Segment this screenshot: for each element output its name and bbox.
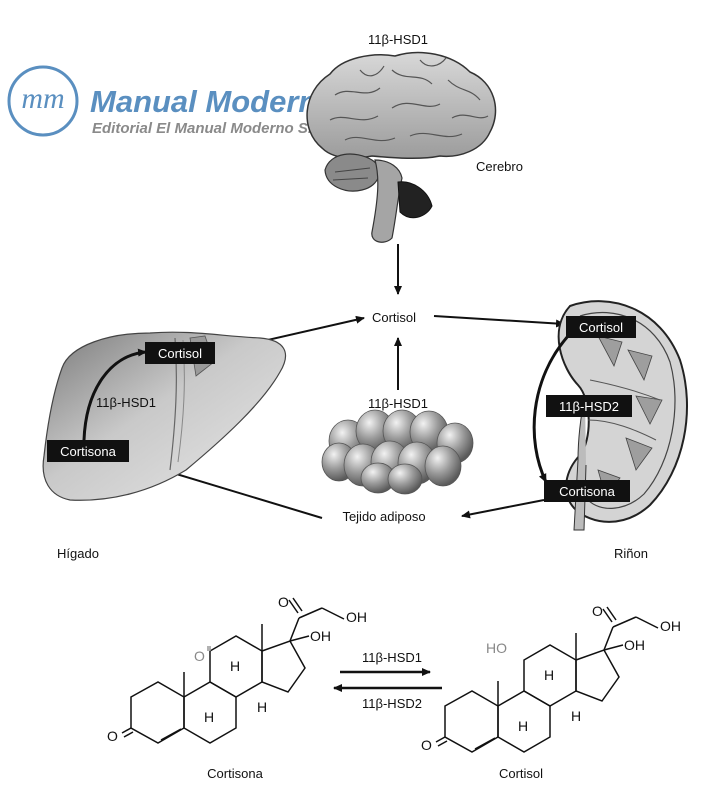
liver-label: Hígado (57, 546, 99, 561)
atom-h: H (257, 699, 267, 715)
cortisona-ketone-o: O (194, 648, 205, 664)
atom-h: H (204, 709, 214, 725)
arrow-kidney-to-adipose (461, 499, 545, 519)
cortisona-side-o: O (278, 594, 289, 610)
logo-monogram: mm (21, 82, 64, 115)
manual-moderno-logo-icon: mm (7, 65, 79, 137)
kidney-label: Riñon (614, 546, 648, 561)
atom-h: H (544, 667, 554, 683)
cortisona-structure (121, 597, 345, 744)
arrow-cortisol-to-kidney (433, 315, 565, 328)
kidney-enzyme-box (546, 395, 632, 417)
kidney-cortisol-label: Cortisol (579, 320, 623, 335)
cortisol-ho: HO (486, 640, 507, 656)
adipose-label: Tejido adiposo (342, 509, 425, 524)
cortisol-structure (435, 606, 659, 753)
forward-enzyme-label: 11β-HSD1 (362, 650, 422, 665)
cortisol-oh-mid: OH (624, 637, 645, 653)
cortisol-side-o: O (592, 603, 603, 619)
cortisol-o-bottom: O (421, 737, 432, 753)
cortisona-label: Cortisona (207, 766, 263, 781)
liver-cortisona-label: Cortisona (60, 444, 116, 459)
watermark-title: Manual Moderno (90, 84, 336, 119)
atom-h: H (230, 658, 240, 674)
adipose-enzyme-label: 11β-HSD1 (368, 396, 428, 411)
liver-cortisol-label: Cortisol (158, 346, 202, 361)
brain-illustration (306, 51, 497, 243)
atom-h: H (518, 718, 528, 734)
kidney-cortisona-label: Cortisona (559, 484, 615, 499)
cortisol-oh-top: OH (660, 618, 681, 634)
liver-cortisol-box (145, 342, 215, 364)
cortisona-o-bottom: O (107, 728, 118, 744)
liver-enzyme-label: 11β-HSD1 (96, 395, 156, 410)
liver-conversion-arrow (82, 348, 147, 441)
kidney-conversion-arrow (532, 335, 570, 483)
reverse-enzyme-label: 11β-HSD2 (362, 696, 422, 711)
adipose-cells-illustration (321, 409, 474, 495)
kidney-enzyme-label: 11β-HSD2 (559, 399, 619, 414)
center-cortisol-label: Cortisol (372, 310, 416, 325)
kidney-cortisol-box (566, 316, 636, 338)
cortisona-stereo-h: H H H (204, 658, 267, 725)
atom-h: H (571, 708, 581, 724)
liver-cortisona-box (47, 440, 129, 462)
cortisol-stereo-h: H H H (518, 667, 581, 734)
cortisona-oh-top: OH (346, 609, 367, 625)
kidney-cortisona-box (544, 480, 630, 502)
cortisol-label: Cortisol (499, 766, 543, 781)
cortisona-oh-mid: OH (310, 628, 331, 644)
brain-enzyme-label: 11β-HSD1 (368, 32, 428, 47)
brain-label: Cerebro (476, 159, 523, 174)
